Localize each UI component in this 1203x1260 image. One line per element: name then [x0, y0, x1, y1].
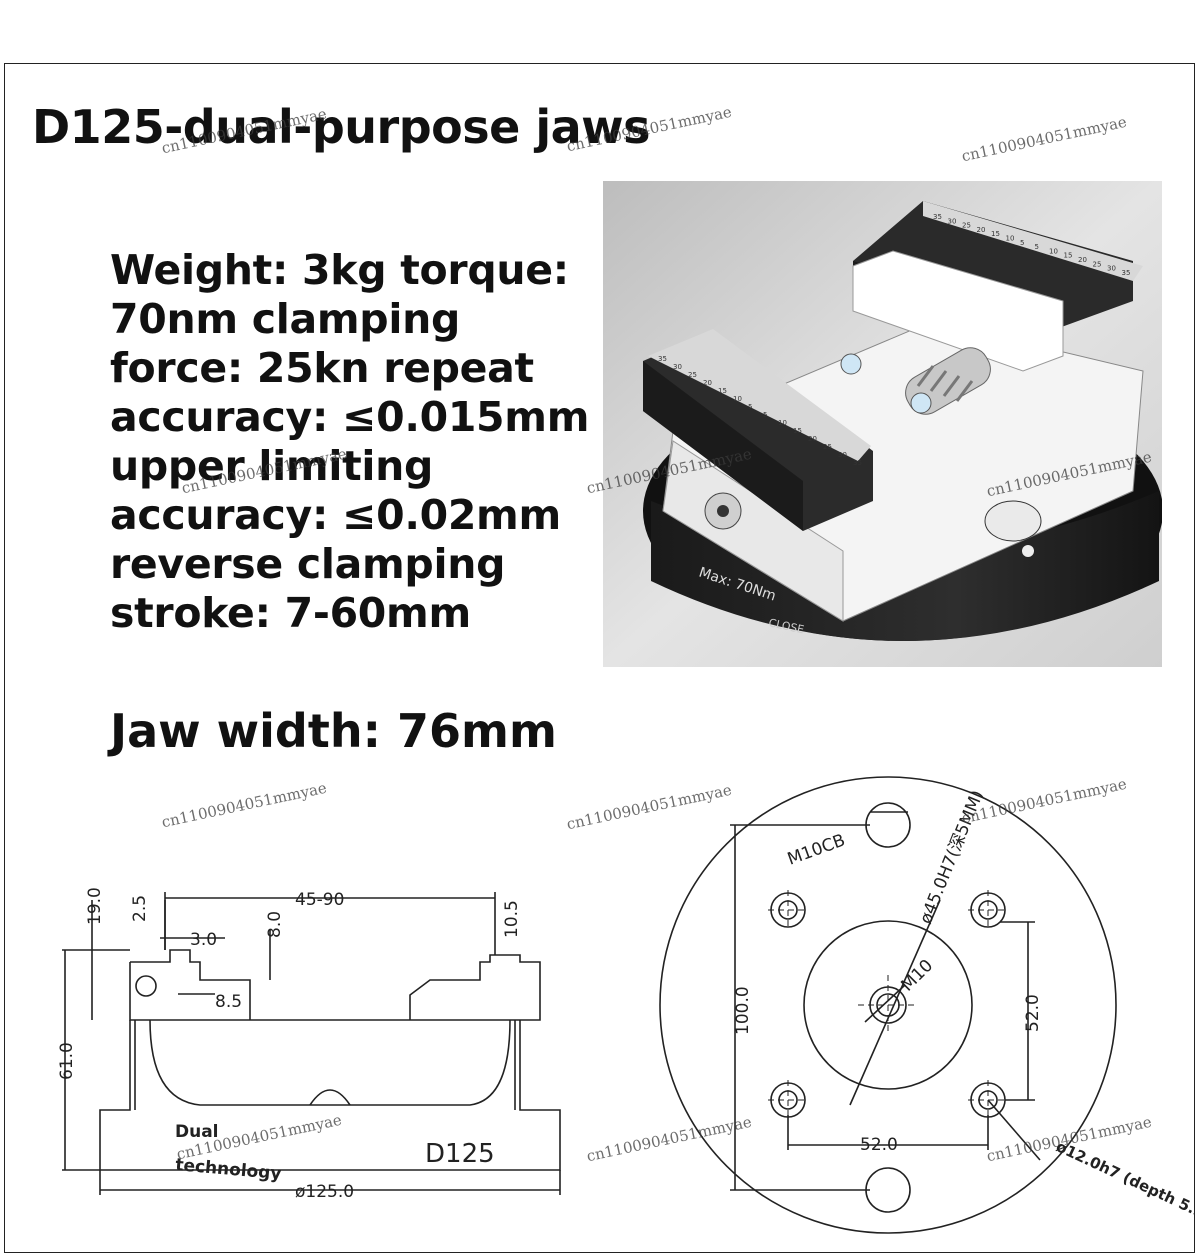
dim-52-vertical: 52.0	[1023, 994, 1043, 1032]
front-scale	[648, 329, 871, 461]
product-title: D125-dual-purpose jaws	[32, 100, 651, 154]
dim-125: ø125.0	[295, 1182, 354, 1202]
rear-scale-tick: 15	[1064, 252, 1073, 260]
body-text: D125	[425, 1139, 495, 1169]
jaw-width-text: Jaw width: 76mm	[110, 704, 557, 758]
rear-scale-tick: 20	[1078, 256, 1087, 264]
side-view-drawing: 19.0 2.5 3.0 45-90 8.0 10.5 8.5 61.0 ø12…	[57, 887, 561, 1202]
rear-scale-tick: 25	[962, 222, 971, 230]
dim-3: 3.0	[190, 930, 217, 950]
front-scale-tick: 35	[853, 459, 862, 467]
front-scale-tick: 15	[718, 387, 727, 395]
dim-8-5: 8.5	[215, 992, 242, 1012]
dim-100: 100.0	[733, 986, 753, 1035]
front-scale-tick: 15	[793, 427, 802, 435]
rear-scale-tick: 30	[948, 217, 957, 225]
rear-scale-tick: 20	[977, 226, 986, 234]
front-scale-tick: 10	[778, 419, 787, 427]
dim-52-horizontal: 52.0	[860, 1135, 898, 1155]
content-frame	[4, 63, 1195, 1253]
rear-scale-tick: 35	[1122, 269, 1131, 277]
m10cb-label: M10CB	[785, 830, 848, 869]
brand-text-1: Dual	[175, 1122, 219, 1142]
rear-scale-tick: 5	[1020, 239, 1024, 247]
rear-scale-tick: 25	[1093, 260, 1102, 268]
dim-10-5: 10.5	[502, 900, 522, 938]
front-scale-tick: 30	[673, 363, 682, 371]
rear-scale-tick: 5	[1035, 243, 1039, 251]
product-photo: Max: 70Nm CLOSE 353530302525202015151010…	[603, 181, 1162, 667]
rear-scale-tick: 35	[933, 213, 942, 221]
m10-label: M10	[897, 956, 937, 996]
front-scale-tick: 5	[748, 403, 752, 411]
front-scale-tick: 25	[823, 443, 832, 451]
dim-19: 19.0	[85, 887, 105, 925]
rear-scale	[923, 201, 1143, 281]
dim-45-90: 45-90	[295, 890, 344, 910]
dim-61: 61.0	[57, 1042, 77, 1080]
front-scale-tick: 20	[703, 379, 712, 387]
front-scale-tick: 5	[763, 411, 767, 419]
rear-scale-tick: 30	[1107, 265, 1116, 273]
front-scale-tick: 35	[658, 355, 667, 363]
front-scale-tick: 20	[808, 435, 817, 443]
front-scale-tick: 25	[688, 371, 697, 379]
rear-scale-tick: 15	[991, 230, 1000, 238]
front-scale-tick: 30	[838, 451, 847, 459]
top-view-drawing: M10CB ø45.0H7(深5MM) M10 100.0 52.0 52.0 …	[659, 776, 1195, 1238]
dim-8: 8.0	[265, 911, 285, 938]
front-scale-tick: 10	[733, 395, 742, 403]
spec-text: Weight: 3kg torque: 70nm clamping force:…	[110, 246, 590, 637]
rear-scale-tick: 10	[1006, 235, 1015, 243]
dim-2-5: 2.5	[130, 895, 150, 922]
callout-label: ø12.0h7 (depth 5.5mm)	[1053, 1137, 1195, 1238]
rear-scale-tick: 10	[1049, 247, 1058, 255]
